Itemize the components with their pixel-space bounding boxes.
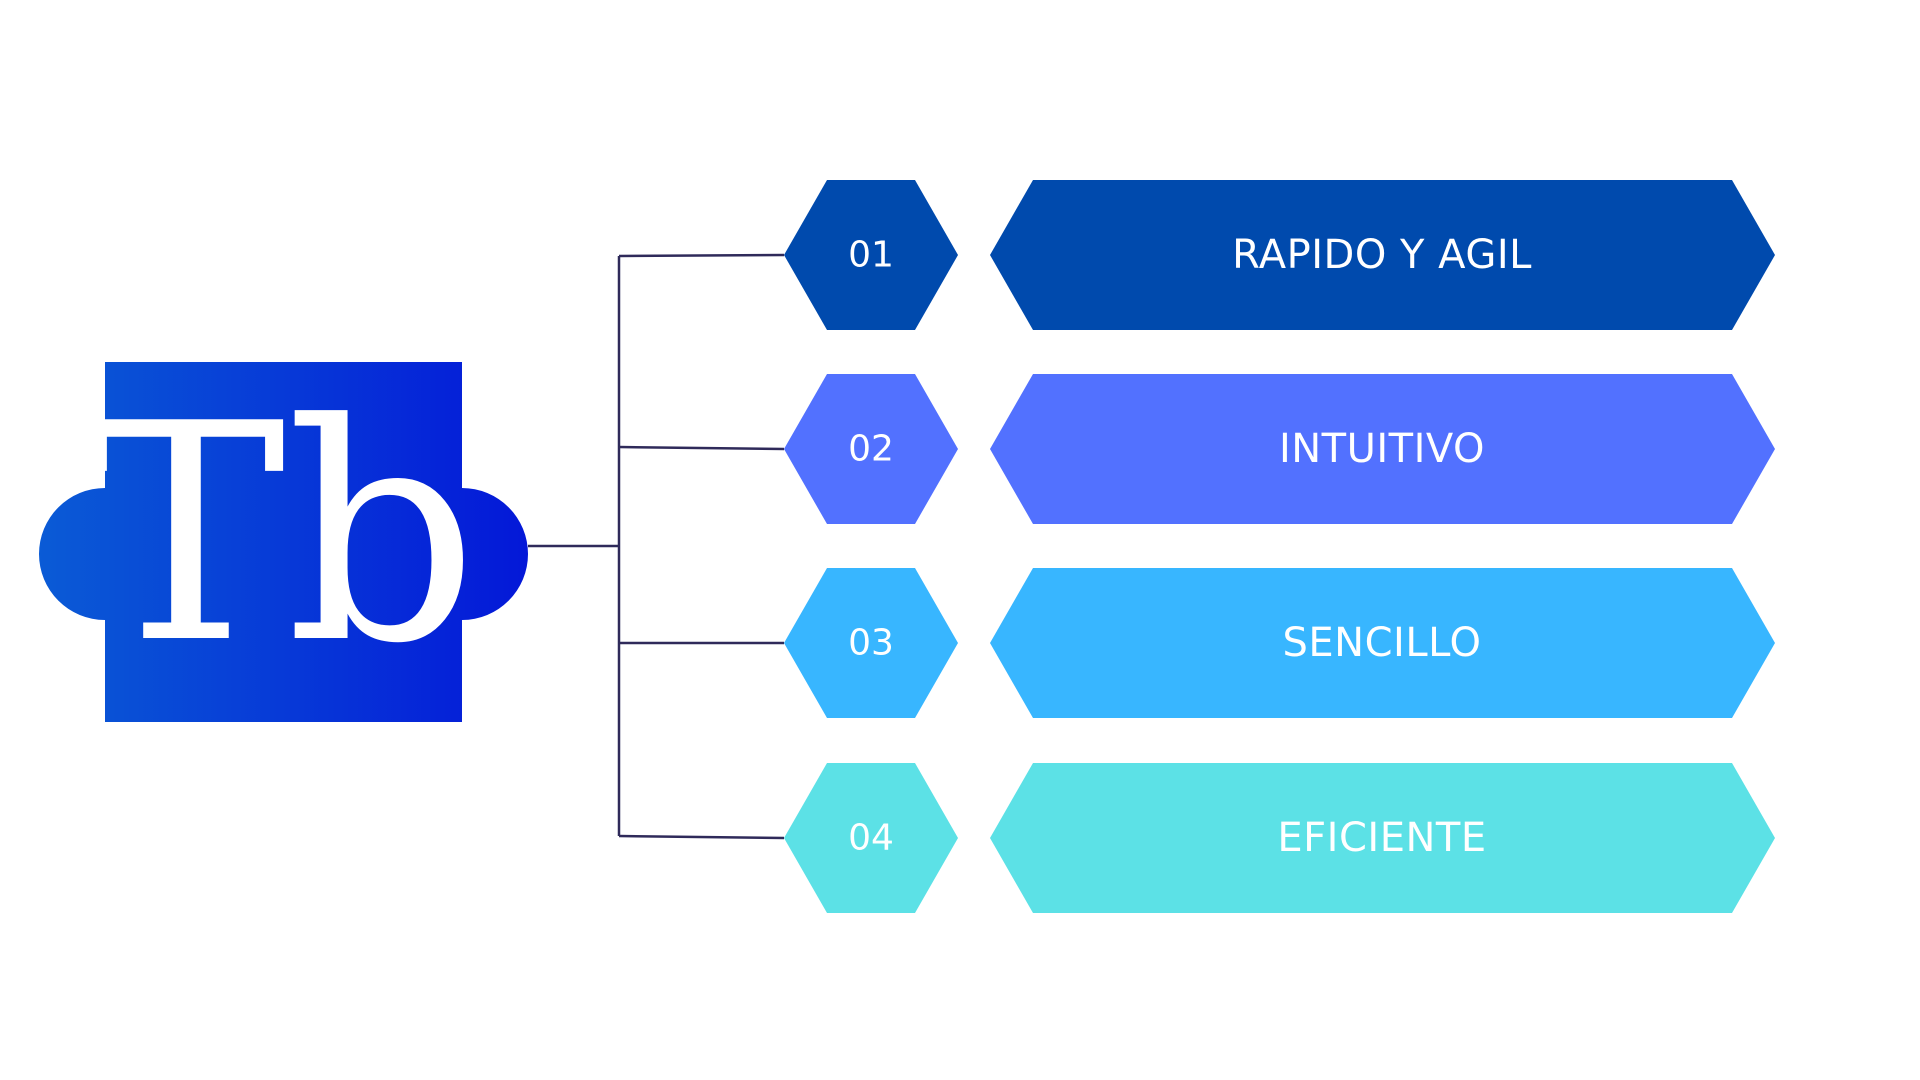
item-label: RAPIDO Y AGIL (1232, 232, 1532, 278)
label-banner (990, 568, 1775, 718)
item-row-3: 03 SENCILLO (784, 568, 1775, 718)
item-label: SENCILLO (1283, 620, 1482, 666)
item-label: INTUITIVO (1279, 426, 1485, 472)
item-row-4: 04 EFICIENTE (784, 763, 1775, 913)
label-banner (990, 180, 1775, 330)
number-hexagon (784, 374, 958, 524)
connector-branch-2 (618, 445, 785, 451)
connector-branch-4 (618, 834, 785, 840)
label-banner (990, 374, 1775, 524)
item-row-2: 02 INTUITIVO (784, 374, 1775, 524)
item-number: 01 (848, 235, 894, 276)
logo: Tb (39, 360, 528, 722)
number-hexagon (784, 568, 958, 718)
logo-text: Tb (86, 360, 478, 709)
connector-lines (528, 253, 785, 840)
number-hexagon (784, 180, 958, 330)
connector-branch-1 (618, 253, 785, 258)
item-number: 02 (848, 429, 894, 470)
item-label: EFICIENTE (1277, 815, 1486, 861)
label-banner (990, 763, 1775, 913)
items-list: 01 RAPIDO Y AGIL 02 INTUITIVO 03 SENCILLO 04 EF… (784, 180, 1775, 913)
logo-tile (39, 362, 528, 722)
item-number: 04 (848, 818, 894, 859)
item-row-1: 01 RAPIDO Y AGIL (784, 180, 1775, 330)
item-number: 03 (848, 623, 894, 664)
number-hexagon (784, 763, 958, 913)
